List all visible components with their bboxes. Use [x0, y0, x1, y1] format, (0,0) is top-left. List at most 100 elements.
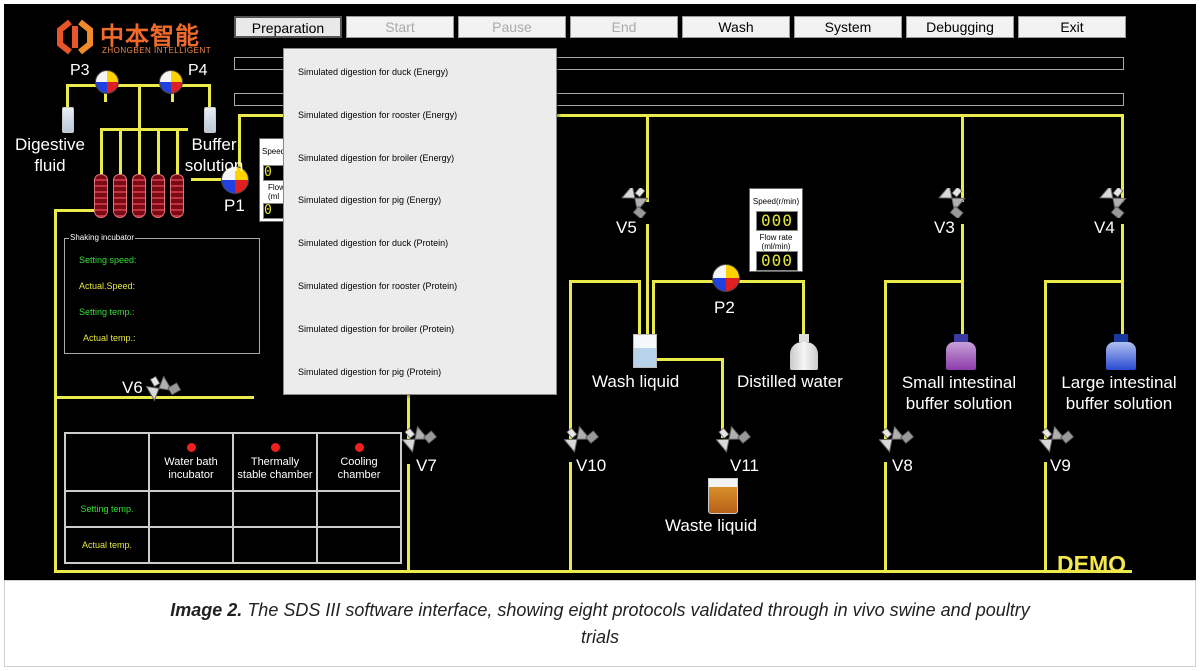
buffer-solution-label: Buffer solution [184, 135, 244, 175]
waste-liquid-label: Waste liquid [665, 516, 757, 535]
valve-v10-icon[interactable] [564, 424, 600, 454]
valve-v5-icon[interactable] [618, 188, 654, 218]
p1-flow-label-2: (ml [268, 192, 280, 201]
menu-system-button[interactable]: System [794, 16, 902, 38]
menu-exit-button[interactable]: Exit [1018, 16, 1126, 38]
wash-liquid-beaker-icon[interactable] [633, 334, 657, 368]
small-intestinal-bottle-icon[interactable] [946, 334, 976, 370]
menu-debugging-button[interactable]: Debugging [906, 16, 1014, 38]
menu-end-button[interactable]: End [570, 16, 678, 38]
cooling-chamber-label: Cooling chamber [337, 455, 381, 481]
table-header-cell: Water bath incubator [148, 432, 234, 492]
table-cell [148, 490, 234, 528]
table-row: Actual temp. [64, 526, 402, 564]
valve-v11-icon[interactable] [716, 424, 752, 454]
large-intestinal-label: Large intestinal buffer solution [1061, 373, 1177, 413]
demo-label: DEMO [1057, 551, 1126, 577]
logo: 中本智能 ZHONGBEN INTELLIGENT [56, 14, 226, 62]
figure-caption: Image 2. The SDS III software interface,… [4, 580, 1196, 667]
dropdown-item[interactable]: Simulated digestion for broiler (Energy) [298, 152, 455, 163]
table-cell [148, 526, 234, 564]
pump-p2-label: P2 [714, 298, 735, 317]
table-cell [316, 490, 402, 528]
distilled-water-bottle-icon[interactable] [790, 334, 818, 370]
p1-flow-label-1: Flow [268, 183, 285, 192]
setting-speed-label: Setting speed: [79, 255, 137, 265]
actual-temp-label: Actual temp.: [83, 333, 136, 343]
shaking-incubator-title: Shaking incubator [69, 233, 136, 242]
pump-p3-label: P3 [70, 62, 90, 79]
p2-speed-label: Speed(r/min) [752, 197, 800, 206]
setting-temp-label: Setting temp.: [79, 307, 135, 317]
menu-preparation-button[interactable]: Preparation [234, 16, 342, 38]
dropdown-item[interactable]: Simulated digestion for duck (Protein) [298, 238, 449, 249]
valve-v9-label: V9 [1050, 456, 1071, 475]
valve-v10-label: V10 [576, 456, 607, 475]
logo-chinese: 中本智能 [100, 22, 200, 50]
pump-p3-icon[interactable] [95, 70, 119, 94]
menu-wash-button[interactable]: Wash [682, 16, 790, 38]
valve-v4-label: V4 [1094, 218, 1115, 237]
valve-v3-icon[interactable] [935, 188, 971, 218]
table-cell [232, 526, 318, 564]
valve-v6-icon[interactable] [146, 374, 182, 404]
dropdown-item[interactable]: Simulated digestion for broiler (Protein… [298, 323, 455, 334]
digestive-fluid-label: Digestive fluid [15, 135, 85, 175]
dropdown-item[interactable]: Simulated digestion for pig (Energy) [298, 195, 442, 206]
p2-flow-display: 000 [756, 251, 798, 271]
caption-text: The SDS III software interface, showing … [247, 600, 1030, 647]
valve-v4-icon[interactable] [1096, 188, 1132, 218]
pump-p4-icon[interactable] [159, 70, 183, 94]
table-corner-cell [64, 432, 150, 492]
buffer-bottle-icon[interactable] [204, 107, 216, 133]
menu-start-button[interactable]: Start [346, 16, 454, 38]
valve-v7-icon[interactable] [402, 424, 438, 454]
pump-p1-icon[interactable] [221, 166, 249, 194]
dropdown-item[interactable]: Simulated digestion for rooster (Protein… [298, 281, 458, 291]
waste-liquid-beaker-icon[interactable] [708, 478, 738, 514]
large-intestinal-bottle-icon[interactable] [1106, 334, 1136, 370]
digestive-fluid-bottle-icon[interactable] [62, 107, 74, 133]
actual-speed-label: Actual.Speed: [79, 281, 136, 291]
setting-temp-row-label: Setting temp. [64, 490, 150, 528]
table-row: Setting temp. [64, 490, 402, 528]
dropdown-item[interactable]: Simulated digestion for pig (Protein) [298, 366, 442, 377]
table-header-row: Water bath incubator Thermally stable ch… [64, 432, 402, 492]
dropdown-item[interactable]: Simulated digestion for rooster (Energy) [298, 109, 458, 120]
actual-temp-row-label: Actual temp. [64, 526, 150, 564]
thermally-stable-label: Thermally stable chamber [237, 455, 313, 481]
small-intestinal-label: Small intestinal buffer solution [901, 373, 1017, 413]
preparation-dropdown: Simulated digestion for duck (Energy) Sim… [283, 48, 557, 395]
caption-label: Image 2. [170, 600, 243, 620]
wash-liquid-label: Wash liquid [592, 372, 680, 391]
digestion-tube[interactable] [132, 174, 146, 218]
digestion-tube[interactable] [113, 174, 127, 218]
valve-v8-icon[interactable] [879, 424, 915, 454]
pump-p2-icon[interactable] [712, 264, 740, 292]
valve-v7-label: V7 [416, 456, 437, 475]
table-header-cell: Thermally stable chamber [232, 432, 318, 492]
valve-v6-label: V6 [122, 378, 143, 397]
digestion-tube[interactable] [151, 174, 165, 218]
logo-english: ZHONGBEN INTELLIGENT [102, 46, 212, 55]
dropdown-item[interactable]: Simulated digestion for duck (Energy) [298, 67, 449, 77]
menu-pause-button[interactable]: Pause [458, 16, 566, 38]
valve-v11-label: V11 [730, 456, 759, 475]
pump-p1-label: P1 [224, 196, 245, 215]
water-bath-label: Water bath incubator [164, 455, 218, 481]
status-dot-icon [186, 442, 196, 452]
p2-speed-panel: Speed(r/min) 000 Flow rate (ml/min) 000 [749, 188, 803, 272]
pump-p4-label: P4 [188, 62, 208, 79]
digestion-tube[interactable] [170, 174, 184, 218]
status-dot-icon [270, 442, 280, 452]
table-cell [232, 490, 318, 528]
logo-icon [57, 19, 93, 55]
valve-v5-label: V5 [616, 218, 637, 237]
table-cell [316, 526, 402, 564]
table-header-cell: Cooling chamber [316, 432, 402, 492]
status-dot-icon [354, 442, 364, 452]
p2-speed-display: 000 [756, 211, 798, 231]
valve-v9-icon[interactable] [1039, 424, 1075, 454]
digestion-tube[interactable] [94, 174, 108, 218]
